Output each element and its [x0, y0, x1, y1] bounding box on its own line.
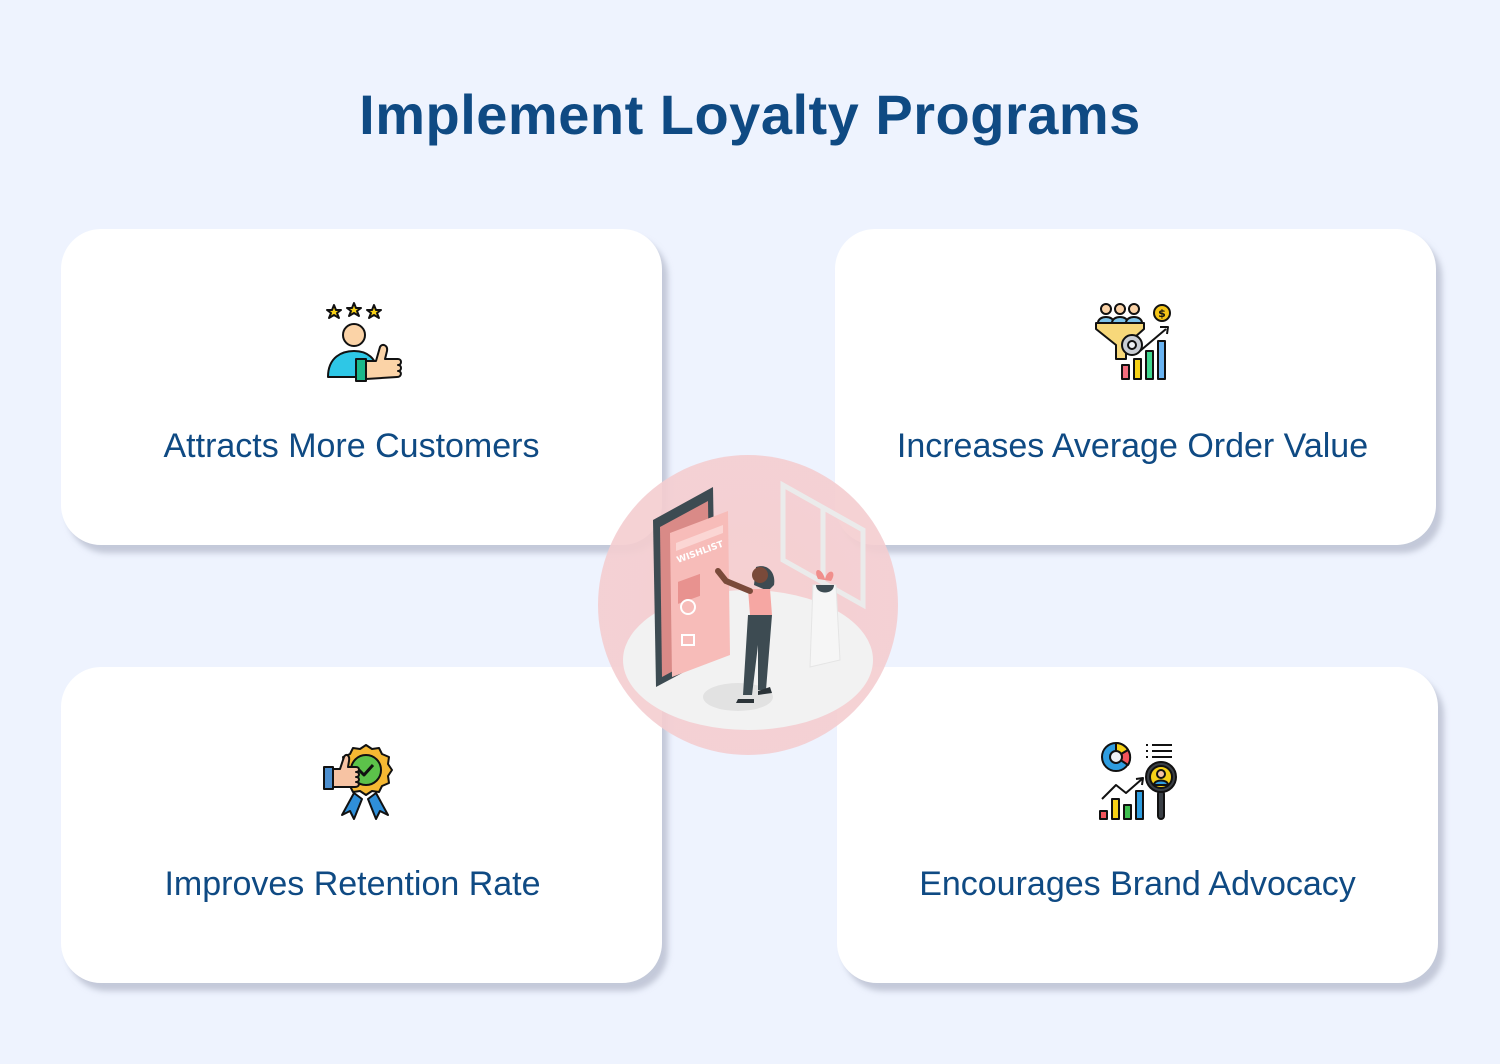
card-increases-average-order-value: $ Increases Average Order Value: [835, 229, 1436, 545]
card-label: Encourages Brand Advocacy: [919, 865, 1356, 903]
svg-text:$: $: [1158, 307, 1166, 320]
customer-thumbs-up-stars-icon: [325, 302, 402, 382]
sales-funnel-growth-chart-icon: $: [1094, 303, 1171, 380]
card-label: Improves Retention Rate: [164, 865, 541, 903]
card-label: Increases Average Order Value: [896, 427, 1369, 465]
woman-browsing-wishlist-illustration: WISHLIST: [623, 480, 873, 730]
center-illustration-circle: WISHLIST: [598, 455, 898, 755]
analytics-magnifier-person-icon: [1098, 742, 1177, 820]
page-title: Implement Loyalty Programs: [359, 83, 1141, 146]
card-label: Attracts More Customers: [163, 427, 540, 465]
quality-badge-thumbs-up-icon: [322, 744, 393, 820]
card-attracts-more-customers: Attracts More Customers: [61, 229, 662, 545]
card-encourages-brand-advocacy: Encourages Brand Advocacy: [837, 667, 1438, 983]
card-improves-retention-rate: Improves Retention Rate: [61, 667, 662, 983]
